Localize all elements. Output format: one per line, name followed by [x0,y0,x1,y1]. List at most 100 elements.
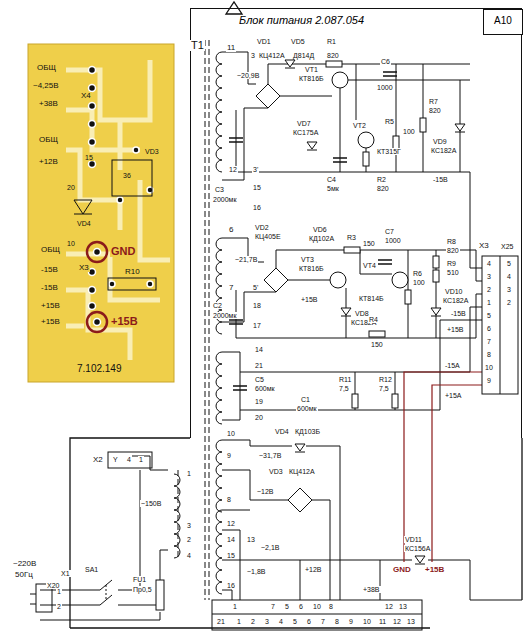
transformer-winding [216,352,222,424]
schematic-label: 10 [226,430,236,437]
schematic-label: SA1 [84,566,99,573]
schematic-label: 7 [270,603,276,610]
schematic-label: 3' [252,166,259,173]
component-outline [112,160,152,196]
schematic-label: 9 [348,618,354,625]
pcb-traces [66,60,170,360]
schematic-label: 8 [328,603,334,610]
schematic-label: -15В [432,176,449,183]
schematic-label: КЦ412А [288,468,316,475]
schematic-label: 1000 [384,237,402,244]
unit-title: Блок питания 2.087.054 [239,14,364,27]
diode-symbol [341,308,351,316]
component-symbols [156,52,465,610]
schematic-label: -15А [444,362,461,369]
schematic-label: R3 [346,234,357,241]
transformer-winding [216,510,222,594]
schematic-label: +15А [444,392,463,399]
schematic-label: 10 [484,364,494,371]
pcb-label: ~4,25В [32,82,60,90]
schematic-label: 100 [402,128,416,135]
schematic-label: 6 [486,325,492,332]
schematic-label: 6 [298,603,304,610]
schematic-label: 2 [56,603,62,610]
schematic-label: VT3 [300,256,315,263]
schematic-label: VD11 [404,536,423,543]
schematic-label: 1 [236,618,242,625]
schematic-label: 7 [320,618,326,625]
diode-symbol [307,142,317,150]
schematic-label: C3 [214,186,225,193]
schematic-label: КС175А [292,129,319,136]
schematic-label: 6 [228,226,234,234]
schematic-label: 2 [250,618,256,625]
diode-outline [74,200,92,214]
schematic-label: VD6 [312,226,328,233]
pcb-label: ОБЩ [38,136,59,144]
schematic-label: C6 [380,58,391,65]
schematic-label: 19 [254,398,264,405]
schematic-label: 13 [406,618,416,625]
schematic-label: 13 [246,536,256,543]
unit-designator-box: A10 [483,9,523,35]
schematic-label: 18 [252,302,262,309]
capacitor-symbol [378,260,392,264]
schematic-label: -15В [450,310,467,317]
capacitor-symbol [383,72,397,76]
schematic-label: 9 [226,452,232,459]
schematic-label: 15 [252,184,262,191]
pcb-pads [89,67,154,326]
schematic-label: VD7 [296,120,312,127]
schematic-label: 8 [226,496,232,503]
schematic-label: 1 [486,299,492,306]
connector-blocks [30,256,518,630]
schematic-label: R9 [446,260,457,267]
schematic-label: КЦ405Е [254,233,282,240]
schematic-label: 7,5 [378,385,390,392]
schematic-label: 14 [226,536,236,543]
diode-bridge [288,488,312,512]
schematic-label: 5 [292,618,298,625]
schematic-label: 820 [428,107,442,114]
schematic-label: ~150В [140,500,162,507]
schematic-label: 16 [252,204,262,211]
transformer-winding [216,52,222,172]
frame-lines [70,2,522,628]
schematic-label: 2000мк [212,196,237,203]
schematic-label: 13 [398,603,408,610]
resistor-symbol [420,118,426,132]
pcb-label: 7.102.149 [76,364,123,374]
schematic-label: 4 [126,456,132,463]
schematic-label: 14 [254,346,264,353]
pcb-label: Х4 [80,92,92,100]
schematic-label: ~12В [256,488,275,495]
resistor-symbol [405,290,411,304]
schematic-label: Пр0,5 [132,586,153,593]
schematic-label: 50Гц [14,571,34,579]
diode-bridge [256,84,280,108]
schematic-label: 16 [226,582,236,589]
diode-symbol [285,60,295,68]
schematic-label: 15 [226,552,236,559]
schematic-label: VD9 [432,138,448,145]
schematic-label: R12 [378,376,393,383]
schematic-label: 600мк [254,385,276,392]
highlight-wires [404,372,482,562]
schematic-label: ~31,7В [258,452,282,459]
schematic-label: КС182А [430,147,457,154]
pcb-label: ОБЩ [40,246,61,254]
schematic-label: 3 [186,522,192,529]
wires [40,52,522,620]
schematic-label: КС156А [404,545,431,552]
schematic-label: 8 [334,618,340,625]
signal-label: +15В [424,566,445,574]
schematic-label: R11 [338,376,352,383]
transformer-core [178,40,209,600]
unit-designator: A10 [484,15,522,27]
schematic-label: 9 [486,377,492,384]
schematic-label: КТ816Б [298,265,325,272]
schematic-label: 100 [412,279,426,286]
capacitor-symbol [233,386,247,390]
schematic-label: КЦ412А [258,52,286,59]
